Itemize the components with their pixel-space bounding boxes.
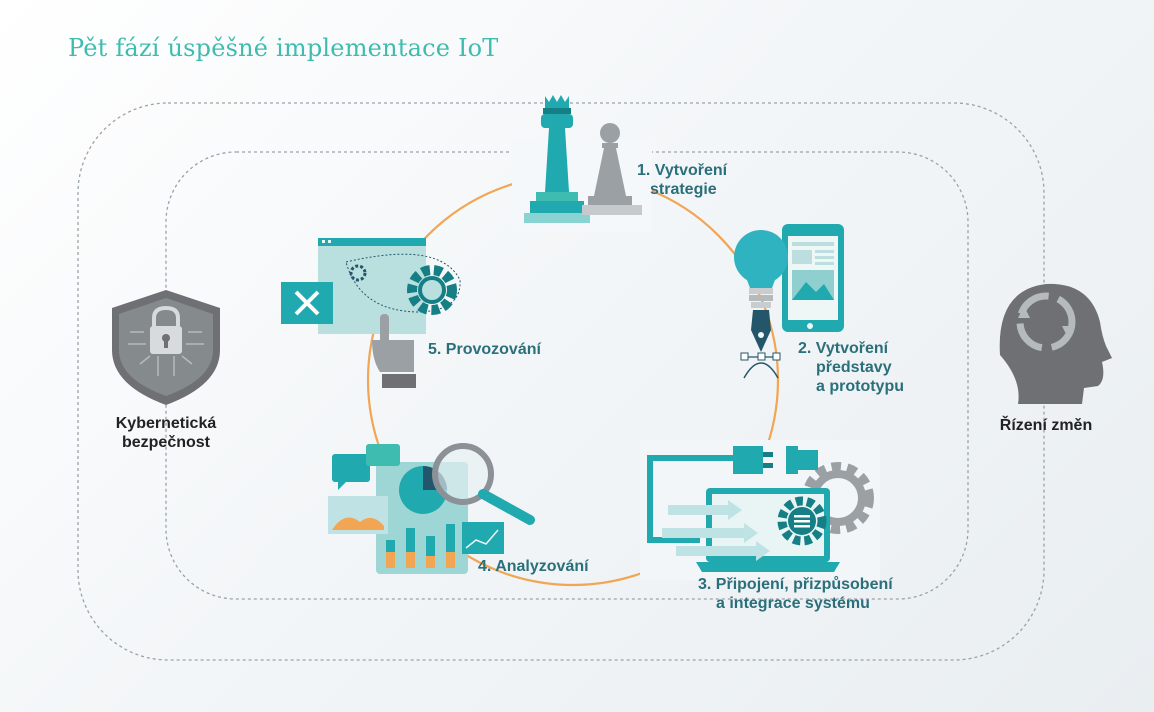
- phase-4-label: 4. Analyzování: [478, 557, 589, 576]
- cybersecurity-label: Kybernetická bezpečnost: [100, 414, 232, 452]
- phase-3-label: 3. Připojení, přizpůsobení a integrace s…: [698, 575, 893, 613]
- phase-2-line3: a prototypu: [816, 378, 904, 395]
- phase-1-label: 1. Vytvoření strategie: [637, 161, 727, 199]
- chess-pieces-icon: [512, 95, 652, 232]
- phase-2-label: 2. Vytvoření představy a prototypu: [798, 339, 904, 396]
- phase-1-line1: Vytvoření: [654, 162, 728, 179]
- cybersecurity-line1: Kybernetická: [115, 415, 217, 432]
- window-gear-hand-icon: [281, 238, 461, 388]
- analytics-magnifier-icon: [328, 443, 535, 574]
- phase-1-line2: strategie: [650, 181, 717, 198]
- change-management-label: Řízení změn: [984, 416, 1108, 435]
- cybersecurity-line2: bezpečnost: [121, 434, 210, 451]
- lightbulb-tablet-pen-icon: [734, 224, 844, 379]
- phase-3-line2: a integrace systému: [716, 595, 870, 612]
- security-shield-lock-icon: [112, 290, 220, 405]
- phase-4-line1: Analyzování: [495, 558, 589, 575]
- page-title: Pět fází úspěšné implementace IoT: [68, 34, 499, 62]
- phase-2-number: 2.: [798, 340, 812, 357]
- phase-3-number: 3.: [698, 576, 712, 593]
- phase-4-number: 4.: [478, 558, 492, 575]
- plug-laptop-gear-icon: [640, 440, 880, 580]
- phase-2-line2: představy: [816, 359, 892, 376]
- phase-5-label: 5. Provozování: [428, 340, 541, 359]
- phase-5-line1: Provozování: [445, 341, 541, 358]
- change-management-line1: Řízení změn: [999, 417, 1093, 434]
- head-cycle-icon: [999, 283, 1112, 404]
- phase-3-line1: Připojení, přizpůsobení: [715, 576, 893, 593]
- phase-2-line1: Vytvoření: [815, 340, 889, 357]
- phase-1-number: 1.: [637, 162, 651, 179]
- phase-5-number: 5.: [428, 341, 442, 358]
